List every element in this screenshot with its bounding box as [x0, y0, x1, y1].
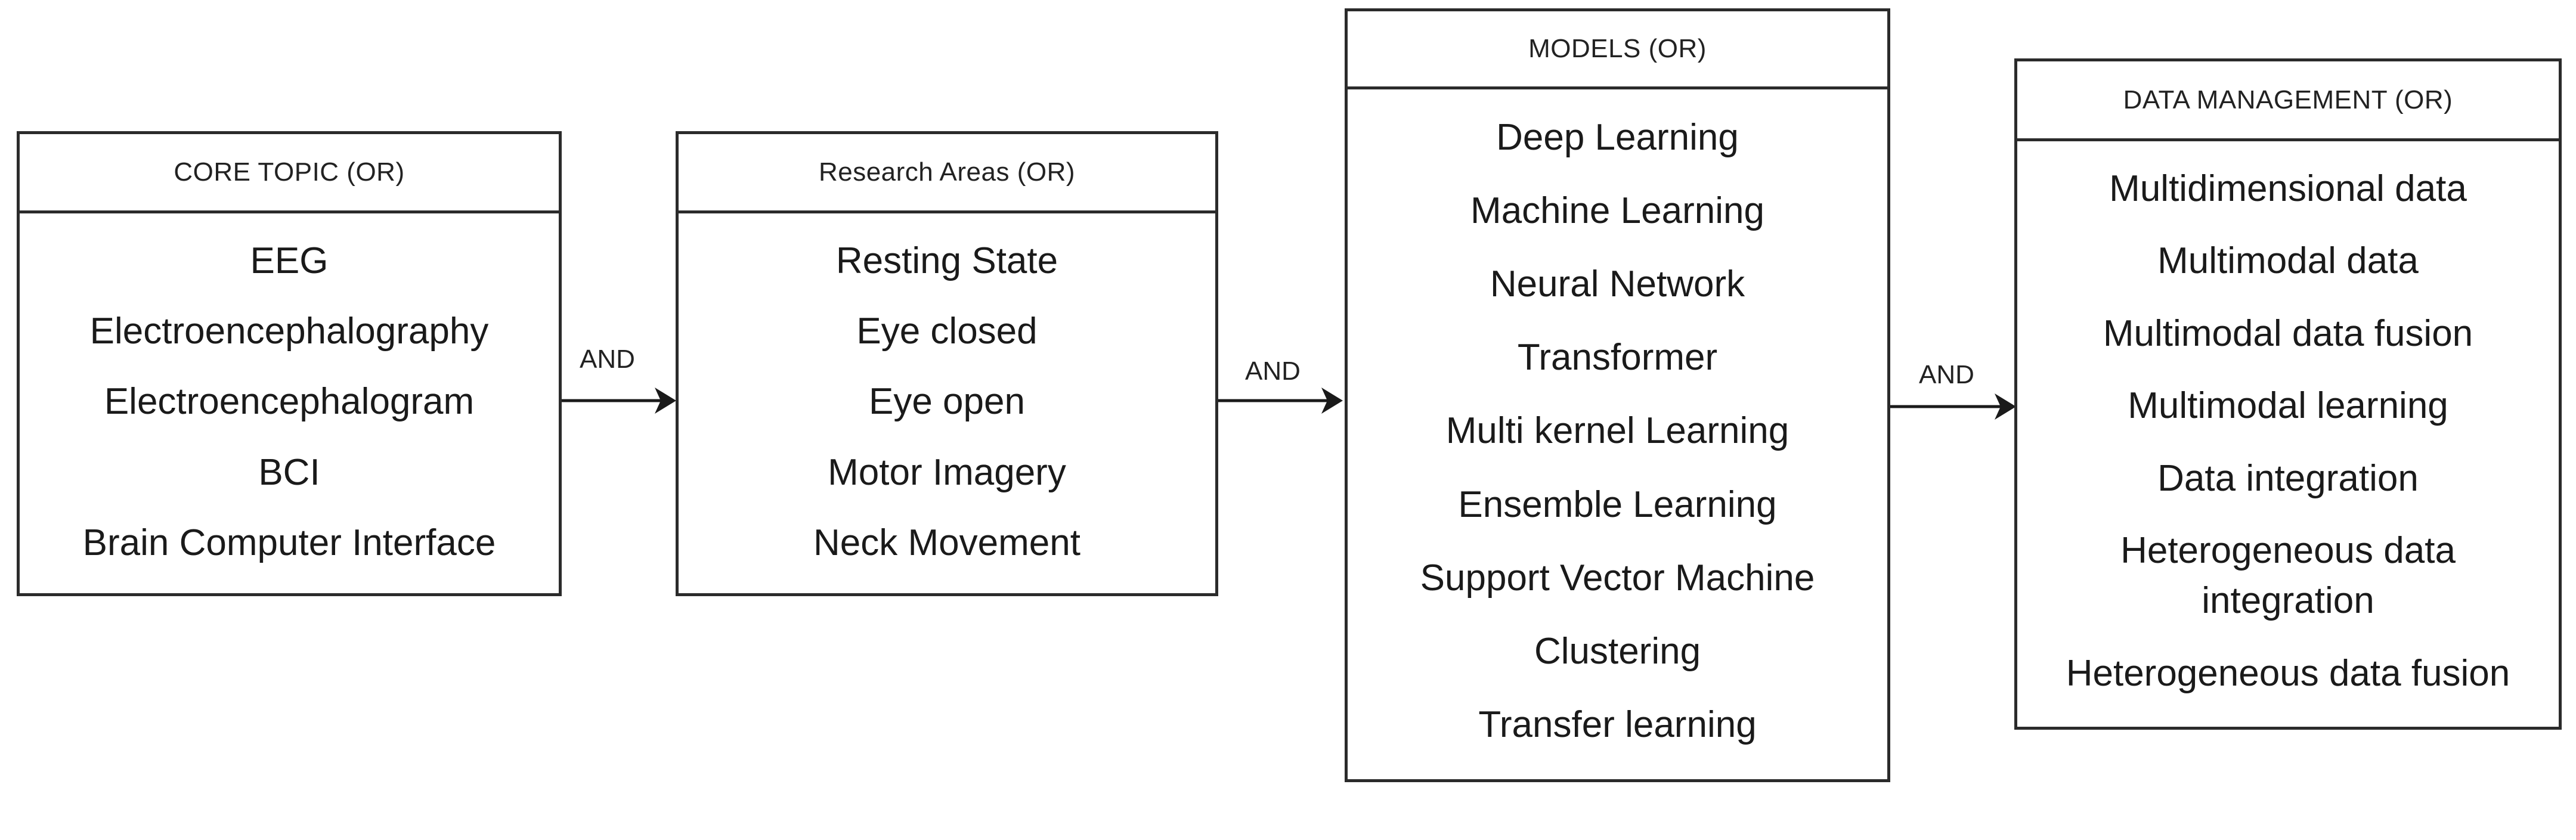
and-label-2: AND	[1245, 357, 1301, 386]
research-area-item: Eye open	[869, 381, 1025, 423]
data-management-item: Multimodal learning	[2128, 385, 2448, 426]
data-management-box: DATA MANAGEMENT (OR) Multidimensional da…	[2014, 58, 2562, 730]
data-management-item: Data integration	[2157, 457, 2419, 499]
models-list: Deep Learning Machine Learning Neural Ne…	[1348, 89, 1887, 779]
data-management-item: Heterogeneous data integration	[2120, 530, 2456, 621]
arrowhead-research-to-models	[1321, 388, 1343, 414]
model-item: Clustering	[1534, 630, 1701, 672]
arrowhead-models-to-data	[1995, 393, 2016, 420]
models-header: MODELS (OR)	[1348, 11, 1887, 89]
model-item: Ensemble Learning	[1458, 483, 1777, 525]
model-item: Multi kernel Learning	[1445, 410, 1789, 452]
and-label-3: AND	[1919, 360, 1974, 389]
model-item: Support Vector Machine	[1420, 557, 1815, 599]
research-area-item: Eye closed	[856, 311, 1038, 352]
model-item: Deep Learning	[1496, 117, 1739, 159]
model-item: Machine Learning	[1470, 190, 1764, 232]
research-areas-header: Research Areas (OR)	[679, 134, 1215, 213]
models-box: MODELS (OR) Deep Learning Machine Learni…	[1345, 8, 1890, 782]
core-topic-box: CORE TOPIC (OR) EEG Electroencephalograp…	[17, 131, 562, 596]
data-management-list: Multidimensional data Multimodal data Mu…	[2017, 141, 2559, 727]
core-topic-item: BCI	[258, 451, 320, 493]
and-label-1: AND	[580, 345, 635, 374]
model-item: Transfer learning	[1478, 703, 1757, 745]
core-topic-item: EEG	[250, 240, 329, 282]
core-topic-item: Electroencephalogram	[104, 381, 475, 423]
research-area-item: Motor Imagery	[828, 451, 1066, 493]
research-area-item: Resting State	[835, 240, 1058, 282]
data-management-item: Multimodal data	[2157, 240, 2419, 281]
data-management-item: Multimodal data fusion	[2103, 312, 2473, 354]
model-item: Neural Network	[1490, 264, 1745, 305]
arrowhead-core-to-research	[655, 388, 676, 414]
data-management-item: Multidimensional data	[2109, 168, 2467, 209]
core-topic-item: Electroencephalography	[89, 311, 489, 352]
core-topic-list: EEG Electroencephalography Electroenceph…	[20, 213, 559, 593]
core-topic-header: CORE TOPIC (OR)	[20, 134, 559, 213]
research-area-item: Neck Movement	[813, 522, 1080, 563]
data-management-header: DATA MANAGEMENT (OR)	[2017, 61, 2559, 141]
data-management-item: Heterogeneous data fusion	[2066, 652, 2510, 694]
core-topic-item: Brain Computer Interface	[82, 522, 496, 563]
research-areas-list: Resting State Eye closed Eye open Motor …	[679, 213, 1215, 593]
model-item: Transformer	[1517, 337, 1718, 379]
research-areas-box: Research Areas (OR) Resting State Eye cl…	[676, 131, 1218, 596]
